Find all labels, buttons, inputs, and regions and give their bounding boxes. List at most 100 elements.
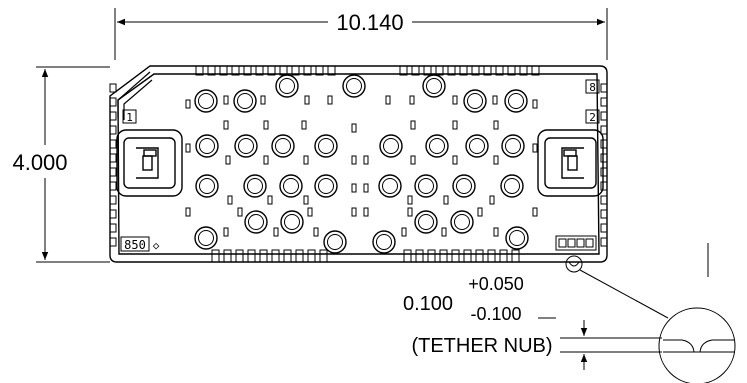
edge-tooth-left	[109, 195, 117, 205]
edge-tooth-bottom	[307, 249, 316, 263]
pin-hole-inner	[237, 93, 253, 109]
pin-hole-inner	[284, 214, 300, 230]
pin-hole	[195, 134, 219, 158]
pin-hole-inner	[248, 214, 264, 230]
edge-tooth-bottom	[511, 249, 520, 263]
pin-hole	[342, 74, 366, 98]
pin-hole	[414, 210, 438, 234]
edge-tooth-left	[109, 181, 117, 191]
pin-slot	[385, 95, 391, 105]
pin-hole	[414, 174, 438, 198]
edge-tooth-left	[109, 237, 117, 247]
pin-slot	[363, 183, 369, 193]
tether-nub-detail	[565, 243, 736, 383]
pin-hole-inner	[418, 178, 434, 194]
pin-hole-inner	[318, 138, 334, 154]
edge-tooth-right	[600, 167, 608, 177]
pin-slot	[273, 227, 279, 237]
edge-tooth-top	[519, 65, 528, 76]
edge-tooth-top	[267, 65, 276, 76]
pin-slot	[351, 123, 357, 133]
pin-slot	[304, 95, 310, 105]
pin-hole	[463, 89, 487, 113]
pin-hole	[379, 134, 403, 158]
pin-slot	[532, 207, 538, 217]
left-latch	[116, 129, 183, 197]
pin-slot	[185, 143, 191, 153]
pin-slot	[532, 99, 538, 109]
pin-slot	[489, 195, 495, 205]
edge-tooth-left	[109, 111, 117, 121]
pin-slot	[267, 195, 273, 205]
pin-slot	[263, 155, 269, 165]
pin-hole	[314, 134, 338, 158]
pin-slot	[410, 120, 416, 130]
pin-slot	[407, 195, 413, 205]
pin-hole-inner	[327, 234, 343, 250]
edge-tooth-right	[600, 223, 608, 233]
pin-hole	[450, 210, 474, 234]
connector-body	[109, 65, 608, 263]
pin-slot	[223, 95, 229, 105]
edge-tooth-bottom	[463, 249, 472, 263]
pin-hole-inner	[469, 138, 485, 154]
pin-slot	[401, 227, 407, 237]
pin-slot	[351, 155, 357, 165]
pin-hole	[505, 226, 529, 250]
pin-hole	[271, 134, 295, 158]
edge-tooth-bottom	[211, 249, 220, 263]
tether-label: (TETHER NUB)	[411, 335, 552, 357]
pin-slot	[532, 143, 538, 153]
edge-tooth-right	[600, 181, 608, 191]
edge-tooth-bottom	[259, 249, 268, 263]
edge-tooth-top	[507, 65, 516, 76]
edge-tooth-bottom	[499, 249, 508, 263]
edge-tooth-right	[600, 195, 608, 205]
edge-tooth-left	[109, 167, 117, 177]
height-dimension: 4.000	[12, 66, 110, 263]
pin-hole	[500, 174, 524, 198]
edge-tooth-top	[195, 65, 204, 76]
part-code-symbol: ◇	[153, 239, 160, 252]
tether-nominal: 0.100	[403, 293, 453, 315]
pin-hole-inner	[509, 230, 525, 246]
pin-hole-inner	[279, 78, 295, 94]
edge-tooth-bottom	[439, 249, 448, 263]
pin-hole	[465, 134, 489, 158]
edge-tooth-top	[447, 65, 456, 76]
edge-tooth-right	[600, 83, 608, 93]
edge-tooth-right	[600, 237, 608, 247]
pin-slot	[227, 195, 233, 205]
pin-slot	[409, 95, 415, 105]
pin-slot	[263, 120, 269, 130]
pin-hole	[279, 174, 303, 198]
pin-hole-inner	[198, 93, 214, 109]
pin-slot	[301, 120, 307, 130]
pin-slot	[307, 207, 313, 217]
pin-hole-inner	[238, 138, 254, 154]
edge-tooth-right	[600, 209, 608, 219]
pin-hole-inner	[247, 178, 263, 194]
pin-slot	[477, 207, 483, 217]
edge-tooth-bottom	[283, 249, 292, 263]
pin-slot	[351, 183, 357, 193]
pin-hole-inner	[467, 93, 483, 109]
left-chamfer	[117, 71, 153, 120]
pin-hole-inner	[283, 178, 299, 194]
pin-hole	[243, 174, 267, 198]
edge-tooth-bottom	[451, 249, 460, 263]
pin-hole-inner	[454, 214, 470, 230]
edge-tooth-bottom	[427, 249, 436, 263]
edge-tooth-top	[315, 65, 324, 76]
edge-tooth-bottom	[295, 249, 304, 263]
edge-tooth-bottom	[319, 249, 328, 263]
width-dimension: 10.140	[114, 8, 608, 60]
pin-hole-inner	[318, 178, 334, 194]
edge-tooth-top	[231, 65, 240, 76]
edge-tooth-top	[219, 65, 228, 76]
pin-slot	[452, 95, 458, 105]
edge-tooth-left	[109, 153, 117, 163]
pin-hole	[501, 134, 525, 158]
pin-slot	[351, 207, 357, 217]
